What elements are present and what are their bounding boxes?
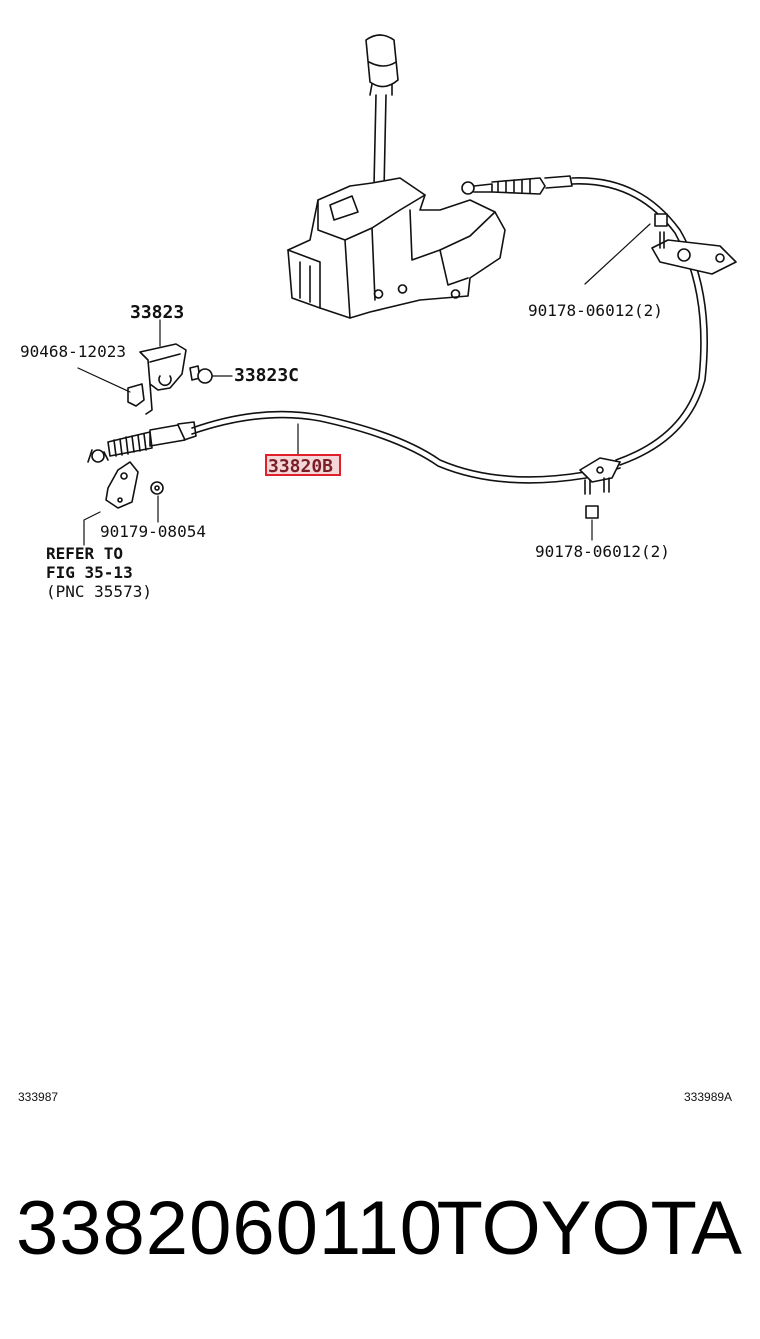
transmission-control-cable [87, 410, 621, 484]
refer-line-2: FIG 35-13 [46, 563, 133, 582]
part-number: 3382060110 [16, 1186, 444, 1271]
label-33820b[interactable]: 33820B [268, 456, 333, 477]
refer-line-3: (PNC 35573) [46, 582, 152, 601]
bolt-33823c [189, 365, 213, 384]
nut-90179 [150, 481, 164, 495]
lower-bracket [105, 461, 139, 509]
leader-lines [77, 223, 651, 546]
brand-name: TOYOTA [436, 1186, 742, 1271]
figure-code-right: 333989A [684, 1090, 732, 1104]
label-90178-06012-bottom[interactable]: 90178-06012(2) [535, 542, 670, 561]
refer-line-1: REFER TO [46, 544, 123, 563]
label-90179-08054[interactable]: 90179-08054 [100, 522, 206, 541]
cable-bracket-33823 [139, 343, 187, 415]
mount-bracket-lower [579, 457, 621, 519]
highlight-box [265, 454, 341, 476]
shift-cable-upper [461, 175, 709, 466]
label-90178-06012-top[interactable]: 90178-06012(2) [528, 301, 663, 320]
mount-bracket-upper [651, 213, 737, 275]
shift-lever [365, 34, 399, 191]
label-90468-12023[interactable]: 90468-12023 [20, 342, 126, 361]
label-33823[interactable]: 33823 [130, 302, 184, 323]
figure-code-left: 333987 [18, 1090, 58, 1104]
label-33823c[interactable]: 33823C [234, 365, 299, 386]
shifter-housing [287, 177, 506, 319]
footer: 3382060110 TOYOTA [0, 1185, 760, 1285]
retainer-clip [127, 383, 145, 407]
